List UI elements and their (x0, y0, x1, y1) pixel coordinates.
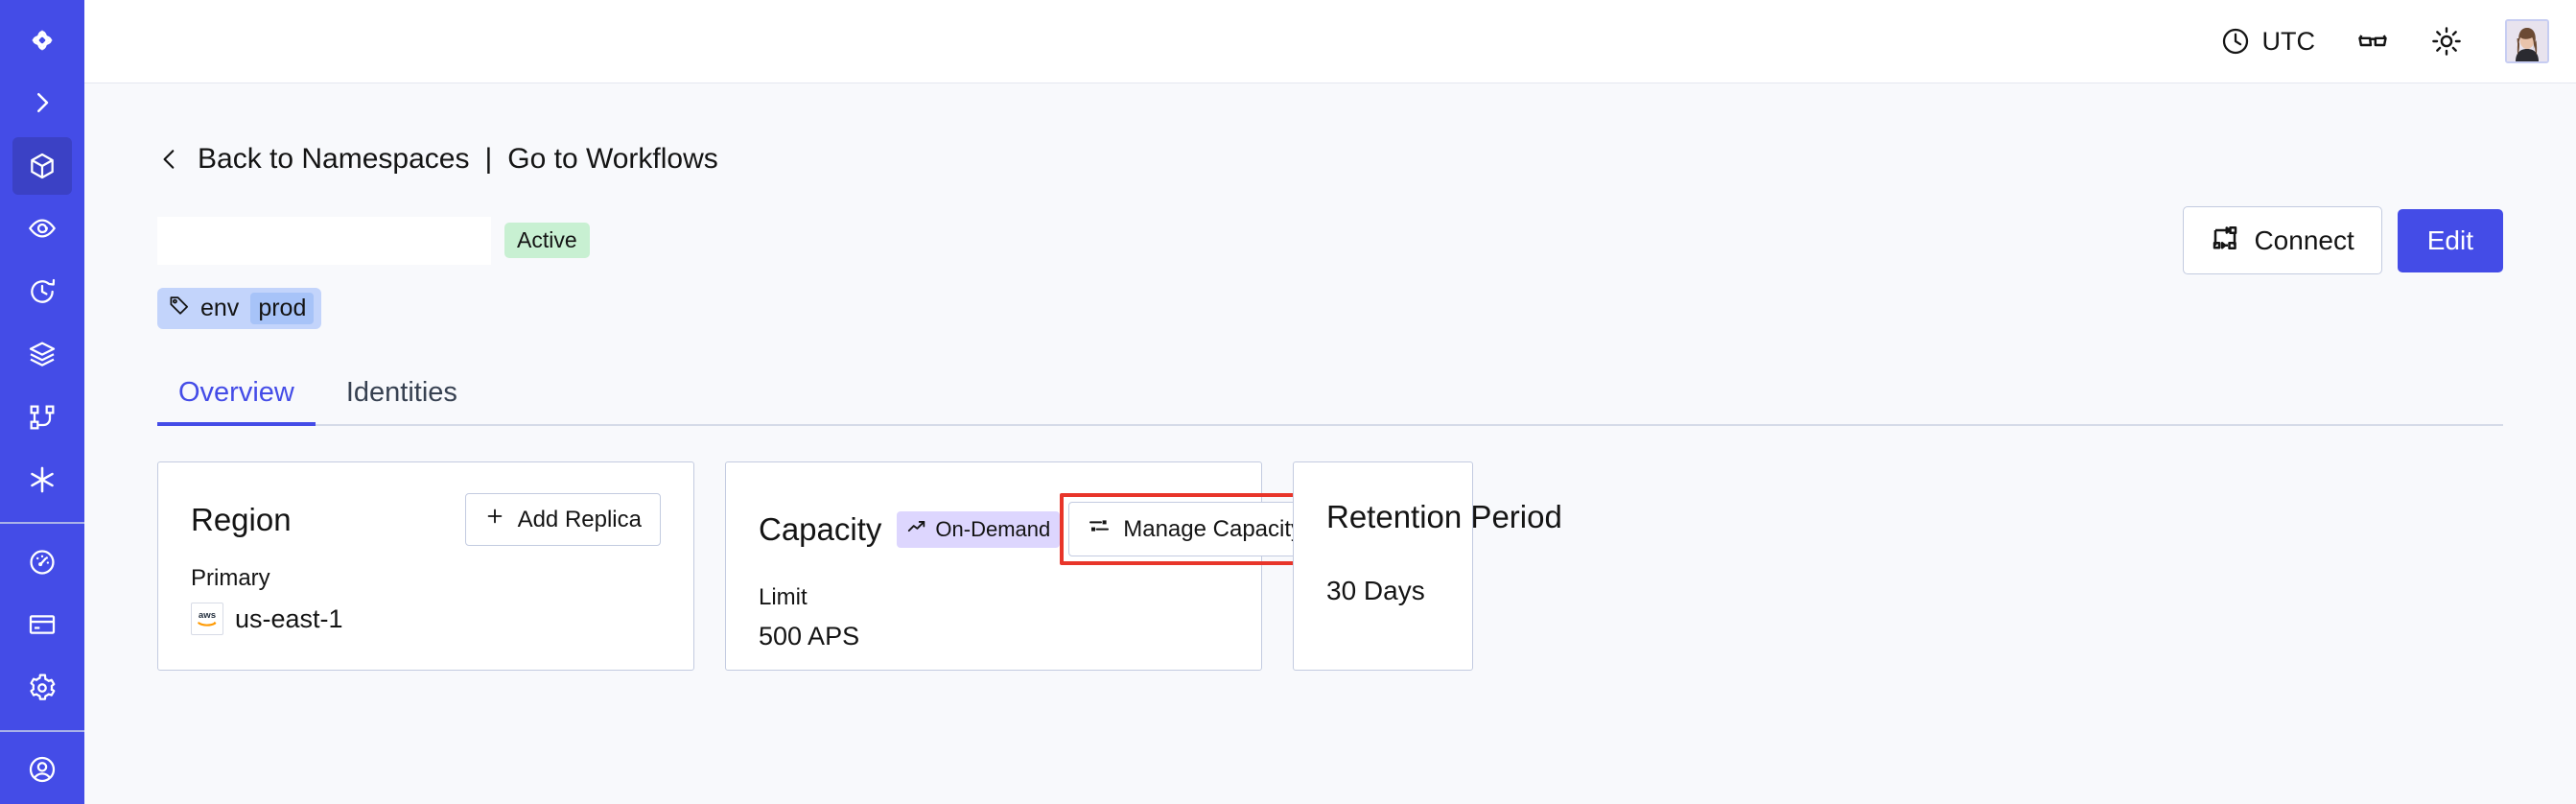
sidebar-item-layers[interactable] (12, 326, 72, 384)
sidebar-item-nexus[interactable] (12, 452, 72, 509)
sidebar-item-namespaces[interactable] (12, 137, 72, 195)
plus-icon (484, 506, 505, 533)
user-avatar[interactable] (2505, 19, 2549, 63)
sidebar-item-settings[interactable] (12, 659, 72, 717)
namespace-tag[interactable]: env prod (157, 288, 322, 329)
timezone-selector[interactable]: UTC (2207, 18, 2330, 64)
gear-icon (27, 673, 58, 703)
sidebar-item-temporal-logo[interactable] (12, 12, 72, 69)
status-badge: Active (504, 222, 590, 259)
sidebar-item-usage[interactable] (12, 533, 72, 591)
region-primary-value: us-east-1 (235, 603, 343, 633)
namespace-header: Active (157, 206, 2503, 274)
breadcrumb-back-link[interactable]: Back to Namespaces (198, 143, 470, 175)
sidebar-divider-2 (0, 729, 84, 732)
region-card: Region Add Replica Primary (157, 461, 694, 671)
sidebar-divider-1 (0, 522, 84, 525)
reading-mode-button[interactable] (2342, 16, 2403, 66)
add-replica-button[interactable]: Add Replica (464, 493, 661, 546)
breadcrumb: Back to Namespaces | Go to Workflows (157, 143, 2503, 176)
breadcrumb-divider: | (484, 143, 493, 175)
tags-row: env prod (157, 288, 2503, 329)
sidebar-item-expand[interactable] (12, 75, 72, 132)
region-primary-value-row: aws us-east-1 (191, 603, 661, 635)
temporal-logo-icon (26, 24, 59, 57)
connect-button[interactable]: Connect (2183, 206, 2382, 274)
retention-card: Retention Period 30 Days (1293, 461, 1562, 671)
capacity-card-title: Capacity (759, 510, 882, 547)
sidebar-item-observability[interactable] (12, 201, 72, 258)
sliders-icon (1088, 514, 1111, 544)
retention-value: 30 Days (1326, 576, 1425, 605)
eye-spiral-icon (27, 213, 58, 244)
svg-text:aws: aws (199, 610, 216, 621)
capacity-mode-label: On-Demand (935, 516, 1051, 541)
capacity-card-header: Capacity On-Demand (759, 493, 1331, 565)
region-primary-label: Primary (191, 565, 270, 591)
manage-capacity-button[interactable]: Manage Capacity (1068, 502, 1323, 556)
avatar-image (2507, 21, 2547, 61)
chevron-right-icon (28, 88, 57, 117)
tag-key: env (200, 295, 240, 321)
aws-logo-icon: aws (191, 603, 223, 635)
top-bar: UTC (84, 0, 2576, 83)
region-card-header: Region Add Replica (191, 493, 661, 546)
sidebar-item-history[interactable] (12, 263, 72, 320)
asterisk-icon (26, 463, 59, 496)
clock-icon (2220, 26, 2251, 57)
region-card-title: Region (191, 501, 292, 537)
capacity-mode-badge: On-Demand (897, 510, 1061, 548)
theme-toggle-button[interactable] (2417, 17, 2476, 65)
capacity-card: Capacity On-Demand (725, 461, 1331, 671)
tag-value: prod (250, 293, 315, 324)
tab-bar: Overview Identities (157, 366, 2503, 426)
sidebar-item-workflows[interactable] (12, 389, 72, 446)
chevron-left-icon[interactable] (157, 144, 182, 175)
cube-icon (27, 151, 58, 181)
connect-button-label: Connect (2254, 225, 2354, 255)
trend-up-icon (906, 516, 927, 543)
tag-icon (168, 294, 191, 323)
account-circle-icon (27, 754, 58, 785)
capacity-limit-value: 500 APS (759, 622, 860, 650)
clock-rotate-icon (27, 276, 58, 307)
connect-flow-icon (2211, 224, 2239, 257)
tab-identities[interactable]: Identities (345, 377, 457, 408)
layers-icon (27, 339, 58, 369)
edit-button[interactable]: Edit (2397, 208, 2503, 272)
retention-card-title: Retention Period (1326, 499, 1562, 534)
sidebar-item-account[interactable] (12, 742, 72, 799)
credit-card-icon (27, 609, 58, 640)
overview-cards: Region Add Replica Primary (157, 461, 2503, 671)
sun-icon (2430, 25, 2463, 58)
manage-capacity-label: Manage Capacity (1123, 515, 1303, 542)
timezone-label: UTC (2261, 26, 2316, 56)
top-bar-actions: UTC (2207, 16, 2549, 66)
add-replica-label: Add Replica (517, 506, 642, 532)
header-actions: Connect Edit (2183, 206, 2503, 274)
glasses-icon (2355, 24, 2390, 59)
manage-capacity-highlight: Manage Capacity (1060, 493, 1331, 565)
retention-card-header: Retention Period (1326, 493, 1562, 541)
main-area: UTC (84, 0, 2576, 804)
capacity-limit-label: Limit (759, 584, 808, 610)
sidebar-item-billing[interactable] (12, 597, 72, 654)
workflow-nodes-icon (27, 402, 58, 433)
breadcrumb-workflows-link[interactable]: Go to Workflows (507, 143, 718, 175)
page-title (157, 216, 491, 265)
gauge-icon (27, 547, 58, 578)
tab-overview[interactable]: Overview (157, 367, 316, 426)
primary-sidebar (0, 0, 84, 804)
edit-button-label: Edit (2426, 225, 2473, 255)
content-area: Back to Namespaces | Go to Workflows Act… (84, 83, 2576, 804)
